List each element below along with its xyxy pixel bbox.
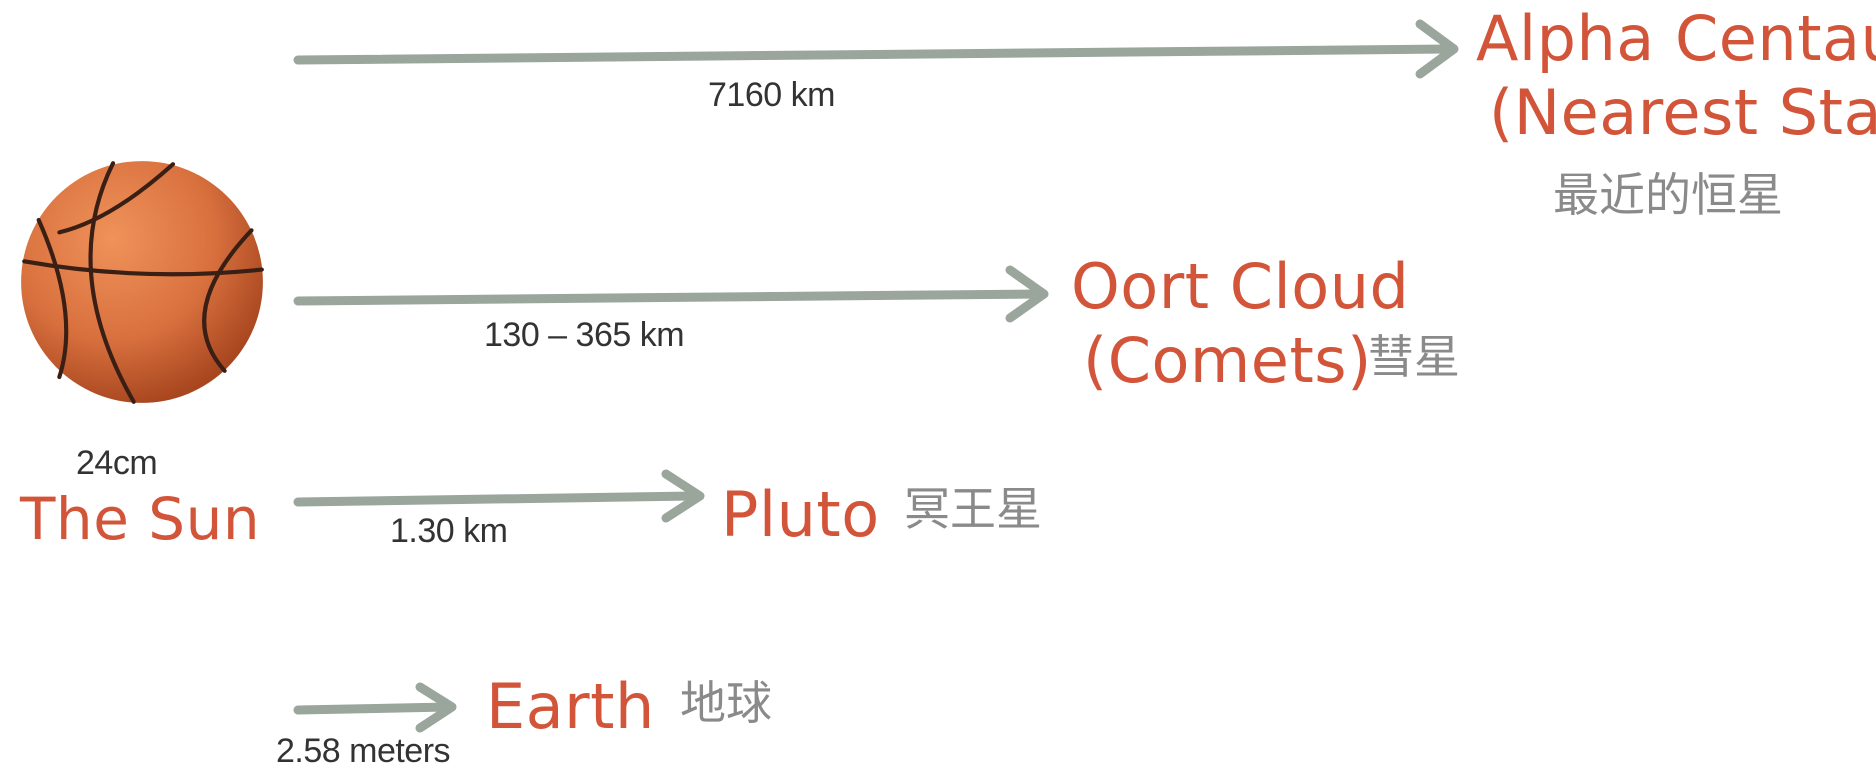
arrow-pluto	[293, 469, 705, 523]
arrow-alpha-centauri	[293, 19, 1459, 79]
pluto-distance: 1.30 km	[390, 512, 508, 550]
sun-name: The Sun	[20, 485, 261, 553]
alpha-centauri-distance: 7160 km	[708, 76, 835, 114]
oort-cloud-name-line1: Oort Cloud	[1071, 250, 1410, 323]
alpha-centauri-chinese: 最近的恒星	[1553, 168, 1783, 222]
pluto-chinese: 冥王星	[904, 482, 1042, 536]
arrow-oort-cloud	[293, 265, 1049, 323]
basketball-icon	[21, 161, 264, 404]
earth-distance: 2.58 meters	[276, 732, 451, 770]
oort-cloud-distance: 130 – 365 km	[484, 316, 685, 354]
earth-chinese: 地球	[680, 676, 772, 730]
earth-name: Earth	[486, 670, 655, 743]
sun-size-label: 24cm	[76, 444, 158, 482]
pluto-name: Pluto	[721, 478, 880, 551]
alpha-centauri-name-line1: Alpha Centauri	[1476, 2, 1876, 75]
oort-cloud-chinese: 彗星	[1368, 330, 1460, 384]
alpha-centauri-name-line2: (Nearest Star)	[1489, 76, 1876, 149]
oort-cloud-name-line2: (Comets)	[1083, 324, 1372, 397]
arrow-earth	[293, 682, 457, 733]
